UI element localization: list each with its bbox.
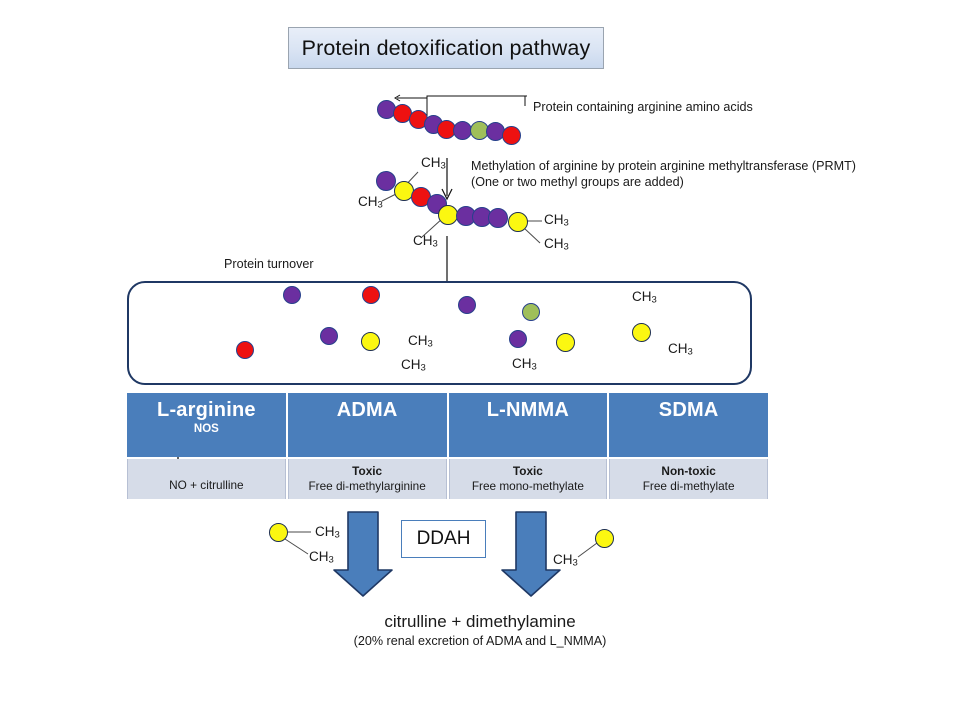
bead-yellow-methylated — [508, 212, 528, 232]
methyl-label: CH3 — [358, 194, 383, 211]
free-bead-green — [522, 303, 540, 321]
methyl-label: CH3 — [309, 549, 334, 566]
column-title: SDMA — [658, 399, 719, 421]
free-bead-purple — [509, 330, 527, 348]
turnover-label: Protein turnover — [224, 257, 314, 271]
methyl-label: CH3 — [544, 236, 569, 253]
column-toxicity: Toxic — [352, 463, 383, 478]
column-body-adma: Toxic Free di-methylarginine — [287, 459, 447, 499]
table-column-adma: ADMA Toxic Free di-methylarginine — [287, 393, 447, 499]
methyl-label: CH3 — [413, 233, 438, 250]
methylation-label-line1: Methylation of arginine by protein argin… — [471, 159, 856, 173]
column-title: ADMA — [336, 399, 398, 421]
ddah-box: DDAH — [401, 520, 486, 558]
column-toxicity: Non-toxic — [661, 463, 716, 478]
methyl-label: CH3 — [668, 341, 693, 358]
bead-red — [502, 126, 521, 145]
free-bead-purple — [283, 286, 301, 304]
column-description: Free mono-methylate — [471, 479, 584, 493]
page-title: Protein detoxification pathway — [301, 35, 591, 60]
column-body-l-arginine: NO + citrulline — [127, 459, 286, 499]
methyl-label: CH3 — [512, 356, 537, 373]
free-bead-adma — [361, 332, 380, 351]
table-column-l-arginine: L-arginine NOS NO + citrulline — [127, 393, 286, 499]
column-subtitle-nos: NOS — [193, 423, 219, 435]
column-description: Free di-methylate — [642, 479, 735, 493]
bottom-bead-lnmma — [595, 529, 614, 548]
diagram-title-box: Protein detoxification pathway — [288, 27, 604, 69]
bead-purple — [488, 208, 508, 228]
methylation-label-line2: (One or two methyl groups are added) — [471, 175, 684, 189]
column-body-l-nmma: Toxic Free mono-methylate — [448, 459, 608, 499]
pathway-table: L-arginine NOS NO + citrulline ADMA Toxi… — [127, 393, 768, 499]
methyl-label: CH3 — [421, 155, 446, 172]
free-bead-purple — [458, 296, 476, 314]
methyl-label: CH3 — [401, 357, 426, 374]
protein-turnover-box — [127, 281, 752, 385]
free-bead-lnmma — [556, 333, 575, 352]
column-toxicity: Toxic — [512, 463, 543, 478]
column-description: NO + citrulline — [169, 477, 244, 492]
free-bead-red — [236, 341, 254, 359]
methyl-label: CH3 — [544, 212, 569, 229]
free-bead-purple — [320, 327, 338, 345]
table-column-l-nmma: L-NMMA Toxic Free mono-methylate — [448, 393, 608, 499]
column-header-l-nmma: L-NMMA — [448, 393, 608, 457]
bottom-bead-adma — [269, 523, 288, 542]
column-body-sdma: Non-toxic Free di-methylate — [609, 459, 768, 499]
column-description: Free di-methylarginine — [308, 479, 426, 493]
methyl-label: CH3 — [315, 524, 340, 541]
product-label: citrulline + dimethylamine — [384, 612, 576, 631]
bead-yellow-methylated — [438, 205, 458, 225]
ddah-label: DDAH — [416, 528, 471, 549]
protein-chain-label: Protein containing arginine amino acids — [533, 100, 753, 114]
column-header-adma: ADMA — [287, 393, 447, 457]
bead-purple — [376, 171, 396, 191]
column-header-l-arginine: L-arginine NOS — [127, 393, 286, 457]
table-column-sdma: SDMA Non-toxic Free di-methylate — [609, 393, 768, 499]
column-header-sdma: SDMA — [609, 393, 768, 457]
product-note: (20% renal excretion of ADMA and L_NMMA) — [353, 634, 607, 648]
free-bead-red — [362, 286, 380, 304]
methyl-label: CH3 — [408, 333, 433, 350]
column-title: L-NMMA — [486, 399, 570, 421]
methyl-label: CH3 — [553, 552, 578, 569]
column-title: L-arginine — [157, 399, 256, 421]
methyl-label: CH3 — [632, 289, 657, 306]
free-bead-sdma — [632, 323, 651, 342]
